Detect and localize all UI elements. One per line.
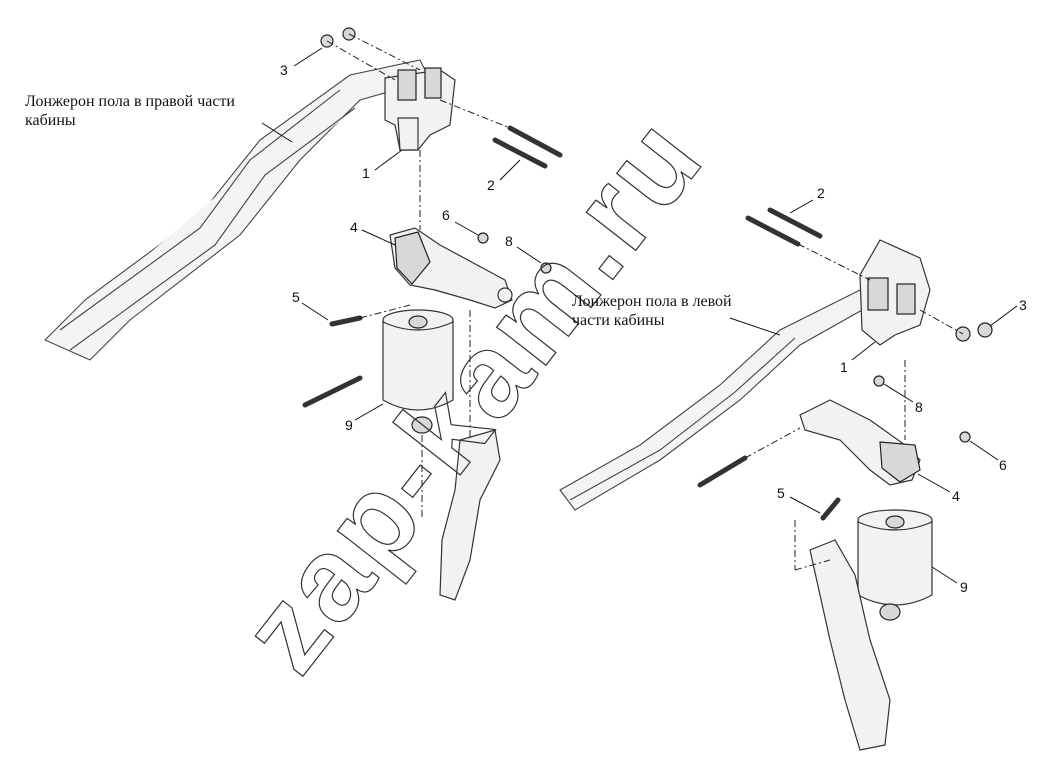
left-callout-4: 4 [952, 488, 960, 504]
left-callout-3: 3 [1019, 297, 1027, 313]
left-air-spring [857, 509, 933, 621]
right-bracket [384, 67, 456, 151]
right-callout-8: 8 [505, 233, 513, 249]
right-callout-5: 5 [292, 289, 300, 305]
left-callout-6: 6 [999, 457, 1007, 473]
left-bracket [859, 239, 931, 346]
right-lever [389, 227, 513, 309]
watermark: zap-kam.ru [216, 92, 729, 697]
left-callout-9: 9 [960, 579, 968, 595]
right-callout-6: 6 [442, 207, 450, 223]
left-rail-label: Лонжерон пола в левой части кабины [572, 293, 732, 329]
right-cab-assembly: 3 1 2 4 6 8 5 9 [44, 27, 563, 601]
right-air-spring [382, 309, 454, 434]
right-lower-arm [439, 429, 501, 601]
left-callout-8: 8 [915, 399, 923, 415]
right-callout-4: 4 [350, 219, 358, 235]
left-lever [799, 399, 921, 486]
right-callout-1: 1 [362, 165, 370, 181]
right-callout-3: 3 [280, 62, 288, 78]
right-rail-label: Лонжерон пола в правой части кабины [25, 93, 235, 129]
left-callout-2: 2 [817, 185, 825, 201]
right-callout-9: 9 [345, 417, 353, 433]
right-callout-2: 2 [487, 177, 495, 193]
watermark-text: zap-kam.ru [216, 92, 728, 696]
left-cab-assembly: 2 3 1 8 6 4 5 9 [559, 185, 1027, 751]
left-callout-5: 5 [777, 485, 785, 501]
left-lower-arm [809, 539, 891, 751]
left-callout-1: 1 [840, 359, 848, 375]
